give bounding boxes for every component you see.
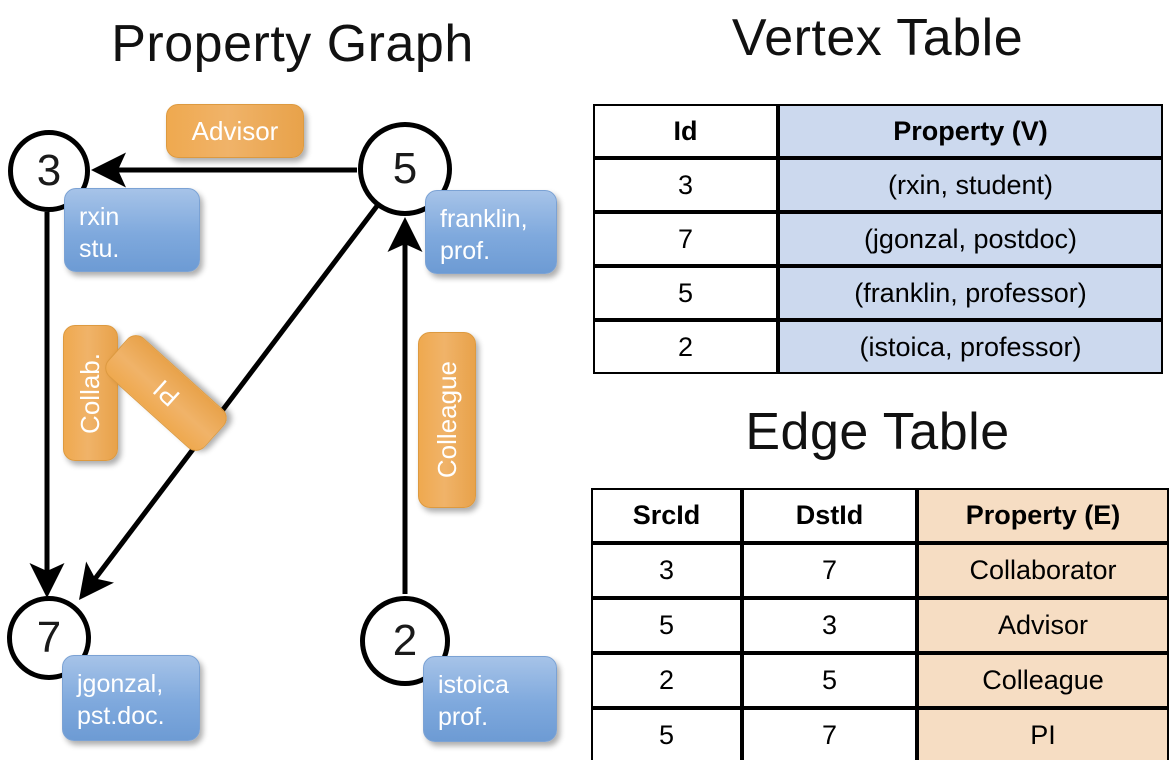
edge-cell-dstid: 5 — [742, 653, 917, 708]
vertex-cell-property: (jgonzal, postdoc) — [778, 212, 1163, 266]
graph-node-7-label: 7 — [36, 613, 62, 662]
graph-node-2[interactable]: 2 — [360, 596, 450, 686]
edge-cell-property: Colleague — [917, 653, 1169, 708]
page-title-vertex-table: Vertex Table — [731, 9, 1024, 67]
page-title-property-graph: Property Graph — [111, 15, 474, 73]
vertex-property-box-franklin[interactable]: franklin, prof. — [425, 190, 557, 274]
edge-cell-property: Advisor — [917, 598, 1169, 653]
vertex-cell-property: (franklin, professor) — [778, 266, 1163, 320]
edge-cell-dstid: 7 — [742, 543, 917, 598]
table-row[interactable]: 2 5 Colleague — [591, 653, 1169, 708]
vertex-property-jgonzal-line2: pst.doc. — [77, 702, 165, 730]
table-row[interactable]: 7 (jgonzal, postdoc) — [593, 212, 1163, 266]
edge-property-pi-label: PI — [146, 373, 185, 413]
edge-property-box-advisor[interactable]: Advisor — [166, 104, 304, 158]
edge-cell-property: Collaborator — [917, 543, 1169, 598]
edge-table-header-row: SrcId DstId Property (E) — [591, 488, 1169, 543]
edge-table-header-srcid: SrcId — [591, 488, 742, 543]
graph-edges-layer — [29, 152, 423, 600]
vertex-cell-property: (rxin, student) — [778, 158, 1163, 212]
edge-cell-dstid: 3 — [742, 598, 917, 653]
vertex-property-franklin-line1: franklin, — [440, 205, 528, 233]
vertex-table-header-id: Id — [593, 104, 778, 158]
edge-5-to-7-pi — [78, 204, 379, 600]
vertex-property-box-rxin[interactable]: rxin stu. — [64, 188, 200, 272]
edge-cell-property: PI — [917, 708, 1169, 760]
table-row[interactable]: 2 (istoica, professor) — [593, 320, 1163, 374]
vertex-property-rxin-line2: stu. — [79, 235, 120, 263]
edge-cell-srcid: 2 — [591, 653, 742, 708]
edge-property-box-collab[interactable]: Collab. — [63, 325, 118, 461]
vertex-cell-id: 5 — [593, 266, 778, 320]
graph-node-3-label: 3 — [36, 146, 62, 195]
vertex-property-box-istoica[interactable]: istoica prof. — [423, 656, 557, 742]
vertex-property-rxin-line1: rxin — [79, 203, 120, 231]
edge-property-box-colleague[interactable]: Colleague — [418, 332, 476, 508]
vertex-table-header-row: Id Property (V) — [593, 104, 1163, 158]
edge-property-collab-label: Collab. — [75, 352, 105, 434]
edge-table-header-dstid: DstId — [742, 488, 917, 543]
vertex-property-box-jgonzal[interactable]: jgonzal, pst.doc. — [62, 655, 200, 741]
table-row[interactable]: 3 (rxin, student) — [593, 158, 1163, 212]
graph-node-2-label: 2 — [392, 616, 418, 665]
vertex-table-header-property: Property (V) — [778, 104, 1163, 158]
vertex-property-franklin-line2: prof. — [440, 237, 491, 265]
table-row[interactable]: 5 7 PI — [591, 708, 1169, 760]
edge-property-advisor-label: Advisor — [191, 115, 279, 146]
edge-table: SrcId DstId Property (E) 3 7 Collaborato… — [591, 488, 1169, 760]
table-row[interactable]: 5 (franklin, professor) — [593, 266, 1163, 320]
vertex-table: Id Property (V) 3 (rxin, student) 7 (jgo… — [593, 104, 1163, 374]
vertex-property-jgonzal-line1: jgonzal, — [77, 670, 164, 698]
edge-table-header-property: Property (E) — [917, 488, 1169, 543]
table-row[interactable]: 5 3 Advisor — [591, 598, 1169, 653]
edge-cell-dstid: 7 — [742, 708, 917, 760]
graph-node-5-label: 5 — [392, 144, 418, 193]
table-row[interactable]: 3 7 Collaborator — [591, 543, 1169, 598]
edge-property-colleague-label: Colleague — [431, 361, 462, 479]
vertex-cell-id: 7 — [593, 212, 778, 266]
page-title-edge-table: Edge Table — [745, 403, 1010, 461]
vertex-cell-id: 2 — [593, 320, 778, 374]
vertex-property-istoica-line2: prof. — [438, 703, 489, 731]
edge-cell-srcid: 5 — [591, 708, 742, 760]
vertex-property-istoica-line1: istoica — [438, 671, 509, 699]
edge-cell-srcid: 5 — [591, 598, 742, 653]
edge-cell-srcid: 3 — [591, 543, 742, 598]
vertex-cell-id: 3 — [593, 158, 778, 212]
vertex-cell-property: (istoica, professor) — [778, 320, 1163, 374]
graph-node-5[interactable]: 5 — [358, 122, 452, 216]
